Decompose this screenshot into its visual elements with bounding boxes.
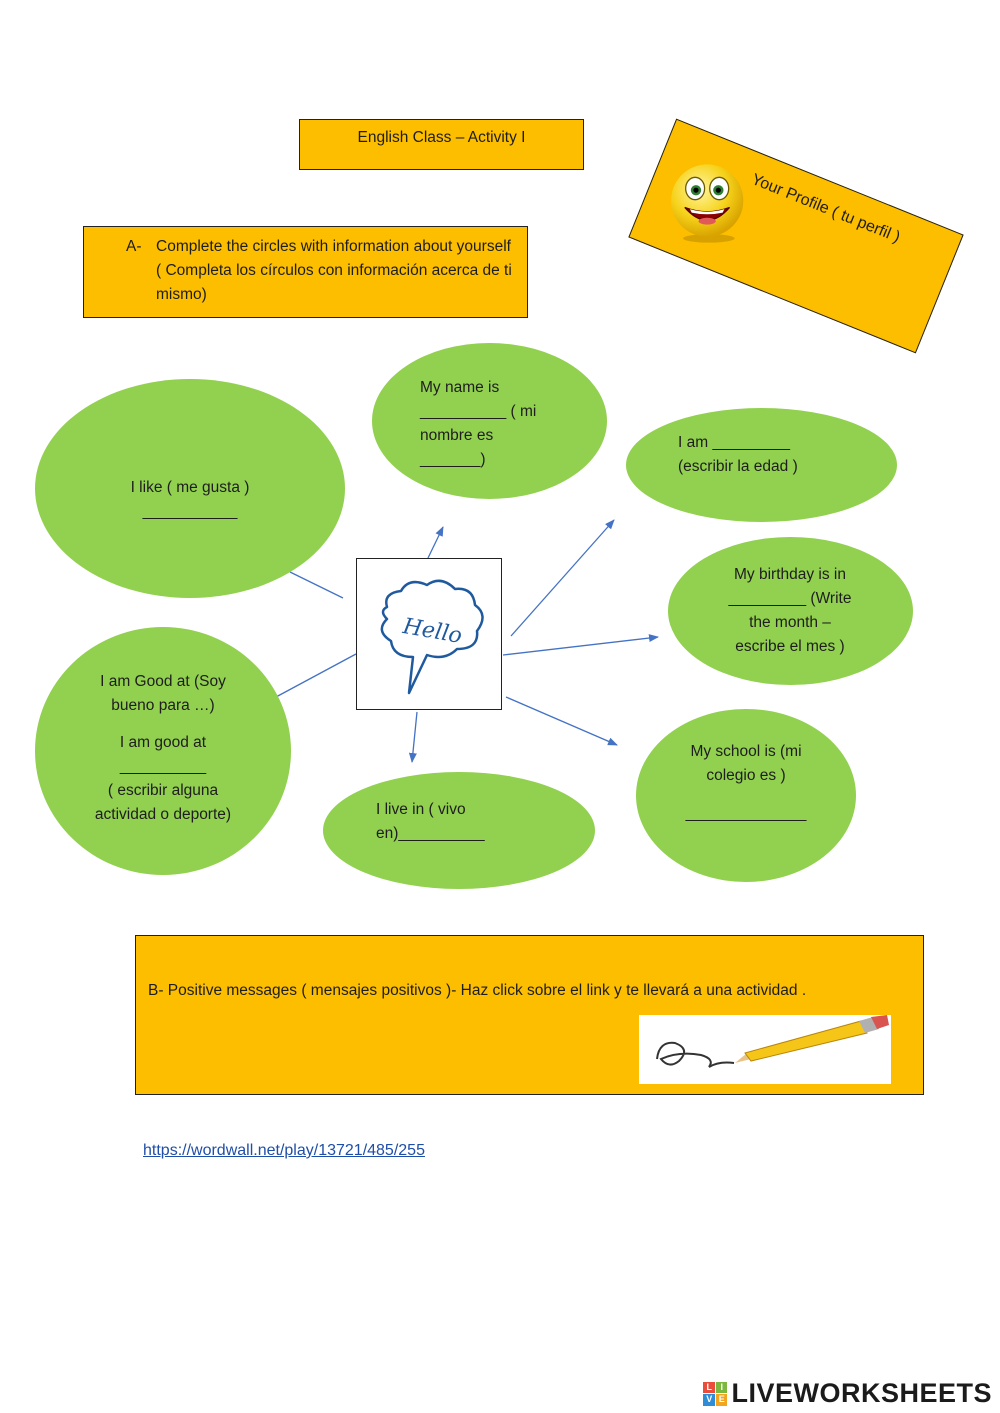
liveworksheets-brand: L I V E LIVEWORKSHEETS [703,1378,992,1409]
wordwall-link[interactable]: https://wordwall.net/play/13721/485/255 [143,1142,425,1159]
connector-line-like [289,571,344,599]
bubble-good-at-text: I am Good at (Soy bueno para …) I am goo… [63,670,263,827]
section-a-text: Complete the circles with information ab… [156,238,512,303]
section-b-box: B- Positive messages ( mensajes positivo… [135,935,924,1095]
my-name-label-es: nombre es [420,427,494,444]
bubble-my-school-text: My school is (mi colegio es ) __________… [660,740,832,826]
pencil-icon [656,1015,889,1068]
bubble-birthday-text: My birthday is in _________ (Write the m… [690,563,890,659]
school-blank[interactable]: ______________ [685,805,807,822]
logo-letter-l: L [703,1381,715,1393]
good-at-hint-2: actividad o deporte) [94,806,232,823]
bubble-i-like-text: I like ( me gusta ) ___________ [90,476,290,524]
arrow-to-age [510,519,615,637]
age-hint: (escribir la edad ) [678,458,798,475]
bubble-i-live-in [323,772,595,889]
logo-letter-e: E [715,1394,728,1406]
logo-letter-i: I [715,1381,728,1393]
good-at-hint-1: ( escribir alguna [107,782,219,799]
title-box: English Class – Activity I [299,119,584,170]
bubble-good-at [35,627,291,875]
school-label: My school is (mi [690,743,802,760]
bubble-i-live-in-text: I live in ( vivo en)__________ [376,798,576,846]
hello-image: Hello [356,558,502,710]
section-a-instructions: A- Complete the circles with information… [83,226,528,318]
arrow-to-name [427,526,444,559]
birthday-label: My birthday is in [734,566,846,583]
good-at-label: I am Good at (Soy [100,673,226,690]
bubble-birthday [668,537,913,685]
good-at-blank[interactable]: __________ [119,758,207,775]
profile-card: Your Profile ( tu perfil ) [628,118,964,354]
birthday-blank[interactable]: _________ (Write [728,590,852,607]
my-name-label: My name is [420,379,500,396]
bubble-my-name-text: My name is __________ ( mi nombre es ___… [420,376,590,472]
i-like-label: I like ( me gusta ) [130,479,250,496]
age-blank[interactable]: I am _________ [678,434,791,451]
logo-letter-v: V [703,1394,715,1406]
school-label-es: colegio es ) [706,767,786,784]
bubble-i-am-age [626,408,897,522]
section-b-text: B- Positive messages ( mensajes positivo… [148,982,807,999]
bubble-i-am-age-text: I am _________ (escribir la edad ) [678,431,878,479]
section-a-label: A- [126,238,142,255]
liveworksheets-logo-icon: L I V E [703,1381,728,1406]
bubble-i-like [35,379,345,598]
hello-speech-bubble-icon: Hello [380,579,484,695]
arrow-to-live [408,711,418,763]
bubble-my-school [636,709,856,882]
my-name-blank[interactable]: __________ ( mi [420,403,537,420]
i-like-blank[interactable]: ___________ [142,503,238,520]
hello-text: Hello [400,614,464,649]
birthday-hint-2: escribe el mes ) [735,638,845,655]
good-at-prompt: I am good at [119,734,207,751]
live-in-label: I live in ( vivo [376,801,466,818]
smiley-face-icon [671,164,744,243]
connector-line-good-at [275,653,357,698]
arrow-to-school [505,696,618,746]
arrow-to-birthday [502,634,659,656]
liveworksheets-wordmark: LIVEWORKSHEETS [731,1378,992,1408]
worksheet-title: English Class – Activity I [357,129,526,146]
birthday-hint-1: the month – [749,614,831,631]
pencil-image [639,1015,891,1084]
live-in-blank[interactable]: en)__________ [376,825,485,842]
bubble-my-name [372,343,607,499]
good-at-label-2: bueno para …) [111,697,215,714]
my-name-blank-es[interactable]: _______) [420,451,486,468]
